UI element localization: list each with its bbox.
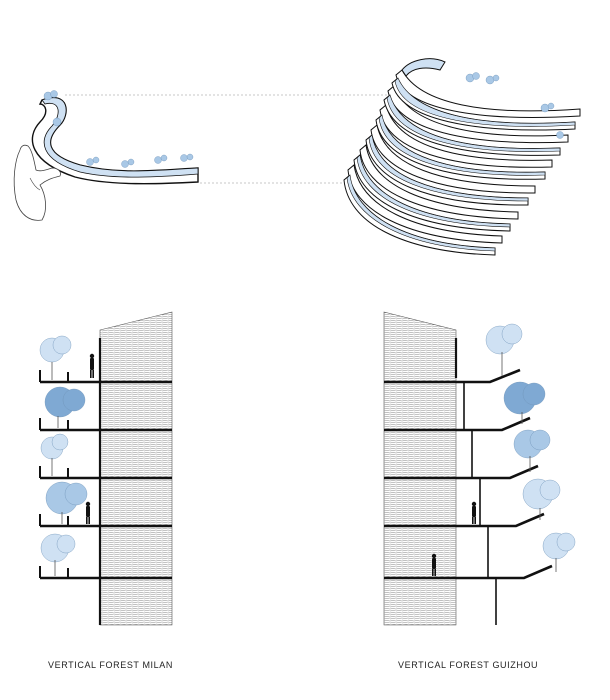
curved-balcony-model	[13, 90, 410, 221]
guizhou-section	[383, 311, 576, 626]
milan-trees	[39, 335, 88, 563]
caption-vertical-forest-guizhou: VERTICAL FOREST GUIZHOU	[398, 660, 539, 670]
guizhou-trees	[485, 323, 576, 560]
milan-section	[39, 311, 173, 626]
spiral-tower-model	[343, 58, 581, 256]
caption-vertical-forest-milan: VERTICAL FOREST MILAN	[48, 660, 173, 670]
